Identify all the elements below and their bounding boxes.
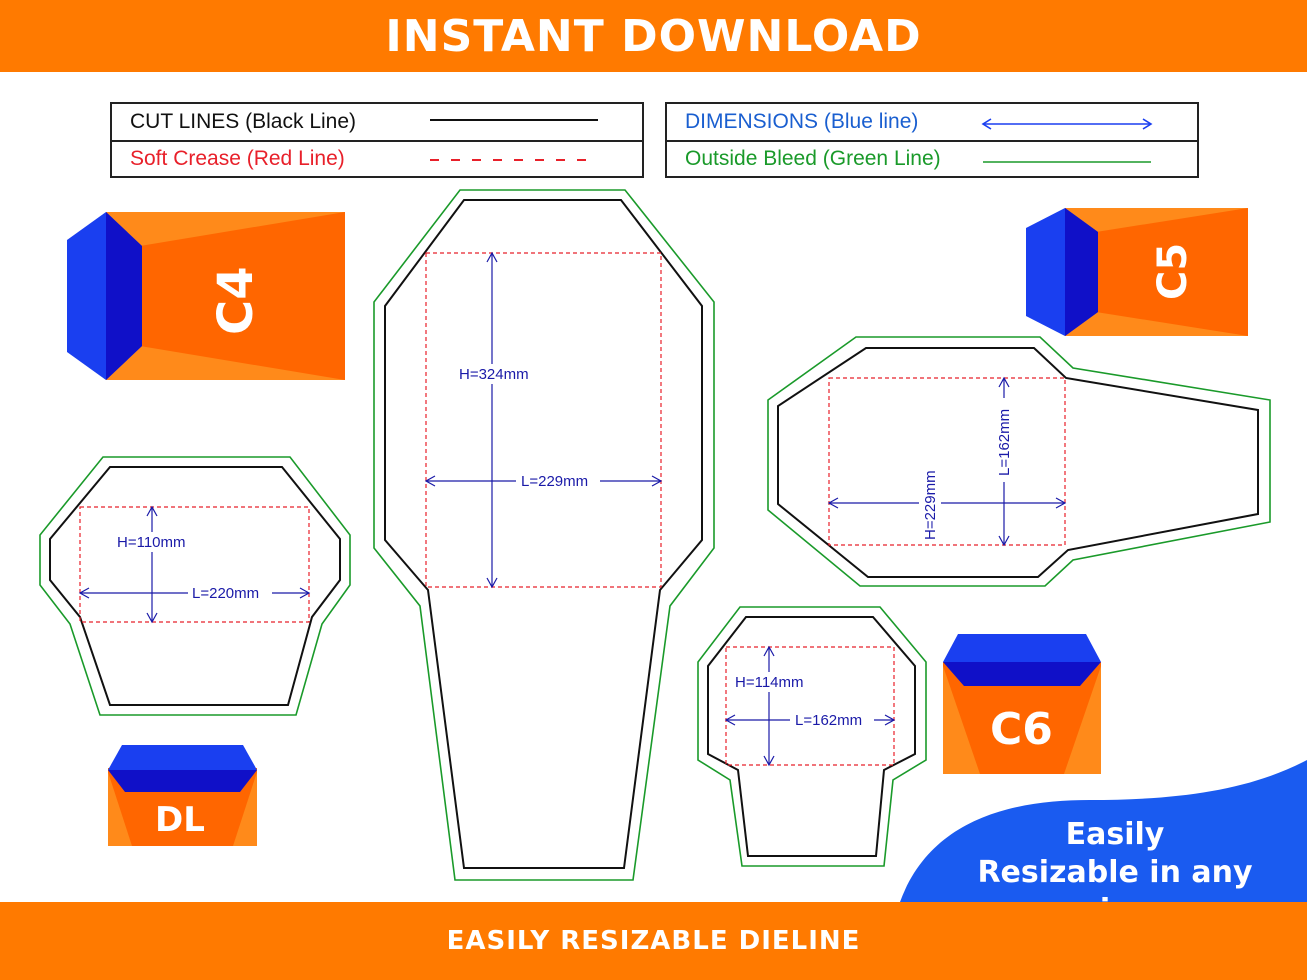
legend-outside-bleed: Outside Bleed (Green Line) [667,140,1197,176]
legend-dimensions: DIMENSIONS (Blue line) [667,104,1197,140]
c6-height-text: H=114mm [735,674,804,691]
c5-envelope-illustration [1026,208,1248,336]
bleed-line-sample [983,161,1151,163]
dl-envelope-illustration [108,745,257,846]
dimension-line-sample [981,118,1153,130]
legend-cut-label: CUT LINES (Black Line) [130,110,357,133]
legend-dimensions-label: DIMENSIONS (Blue line) [685,110,919,133]
legend-left: CUT LINES (Black Line) Soft Crease (Red … [110,102,644,178]
legend-crease-label: Soft Crease (Red Line) [130,147,345,170]
c5-dieline: H=229mm L=162mm [767,336,1271,587]
c4-height-text: H=324mm [459,366,529,383]
resizable-badge-shape [900,760,1307,902]
c5-height-text: H=229mm [922,470,939,540]
c4-dieline: H=324mm L=229mm [373,189,715,881]
cut-line-sample [430,119,598,121]
legend-soft-crease: Soft Crease (Red Line) [112,140,642,176]
dl-height-text: H=110mm [117,534,186,551]
legend-right: DIMENSIONS (Blue line) Outside Bleed (Gr… [665,102,1199,178]
c6-envelope-illustration [943,634,1101,774]
c6-label: C6 [990,704,1053,755]
header-title: INSTANT DOWNLOAD [385,10,922,62]
c6-dieline: H=114mm L=162mm [697,606,927,867]
legend-bleed-label: Outside Bleed (Green Line) [685,147,941,170]
crease-line-sample [430,159,598,161]
badge-line1: Easily [1065,817,1165,852]
c5-length-text: L=162mm [996,409,1013,476]
footer-title: EASILY RESIZABLE DIELINE [446,926,861,956]
c4-label: C4 [208,266,264,335]
c4-envelope-illustration [67,212,345,380]
footer-banner: EASILY RESIZABLE DIELINE [0,902,1307,980]
header-banner: INSTANT DOWNLOAD [0,0,1307,72]
resizable-badge-text: Easily Resizable in any size [940,816,1290,930]
c4-length-text: L=229mm [521,473,588,490]
c6-length-text: L=162mm [795,712,862,729]
c5-label: C5 [1150,242,1196,300]
badge-line2: Resizable in any size [977,855,1253,928]
legend-cut-lines: CUT LINES (Black Line) [112,104,642,140]
dl-label: DL [155,800,205,840]
dl-dieline: H=110mm L=220mm [39,456,351,716]
dl-length-text: L=220mm [192,585,259,602]
